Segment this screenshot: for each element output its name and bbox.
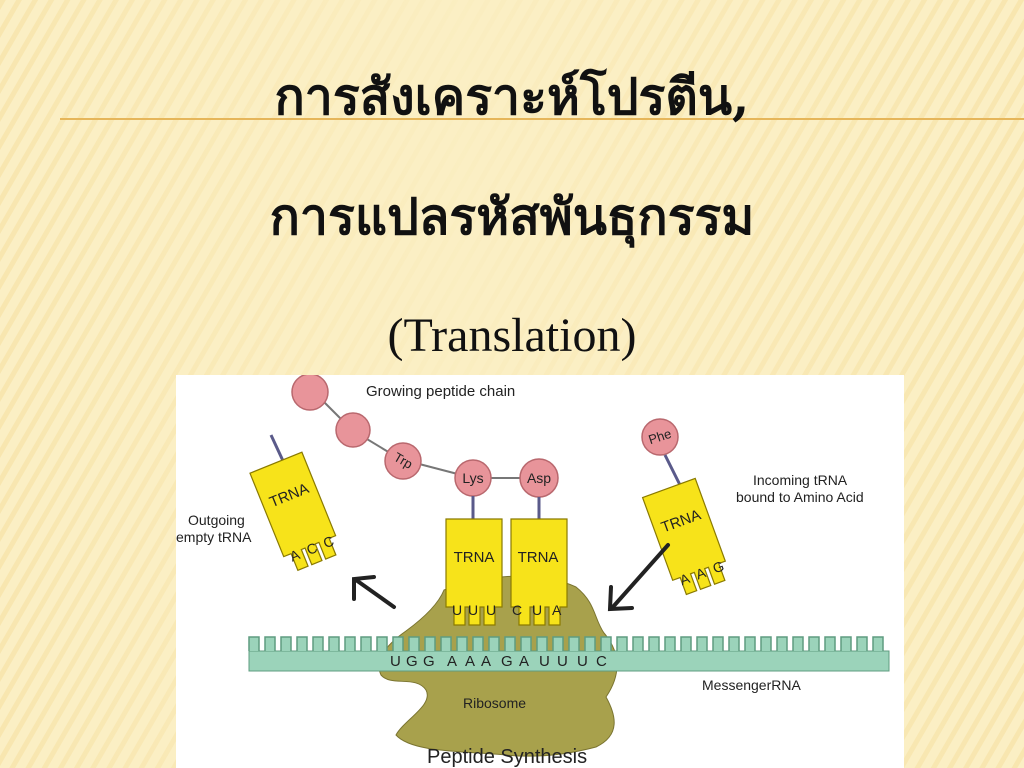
mrna-base: C [596,653,607,670]
mrna-strand [248,636,890,672]
anticodon-base: U [486,602,496,618]
anticodon-base: A [552,602,562,618]
arrow-incoming [607,543,670,612]
arrow-outgoing [352,575,396,609]
mrna-codons: U G G A A A G A U U U C [390,653,607,670]
outgoing-label-line2: empty tRNA [176,529,252,545]
trna-outgoing: TRNA A C C [249,451,337,572]
anticodon-base: U [532,602,542,618]
trna-incoming: TRNA A A G [641,477,726,596]
anticodon-base: G [710,557,726,576]
translation-diagram-svg: Growing peptide chain Trp Lys Asp Phe U … [176,375,890,768]
amino-acid-lys-label: Lys [462,470,483,486]
incoming-label-line2: bound to Amino Acid [736,489,864,505]
trna-label: TRNA [518,549,559,566]
translation-diagram: Growing peptide chain Trp Lys Asp Phe U … [176,375,904,768]
mrna-base: A [481,653,491,670]
diagram-caption: Peptide Synthesis [427,746,587,768]
amino-acid-ball [291,375,329,411]
trna-site-left: TRNA U U U [445,518,503,626]
outgoing-label-line1: Outgoing [188,512,245,528]
slide-title-line-2: การแปลรหัสพันธุกรรม [269,187,755,246]
mrna-base: U [557,653,568,670]
mrna-base: G [406,653,418,670]
slide-title-line-3: (Translation) [387,309,637,362]
slide-title-line-1: การสังเคราะห์โปรตีน, [274,67,750,126]
messenger-rna-label: MessengerRNA [702,677,801,693]
amino-acid-trp [384,442,422,480]
amino-acid-phe-label: Phe [647,426,674,447]
mrna-base: U [539,653,550,670]
mrna-base: G [501,653,513,670]
trna-site-right: TRNA C U A [510,518,568,626]
title-underline-rule [60,118,1024,120]
anticodon-base: U [468,602,478,618]
growing-chain-label: Growing peptide chain [366,383,515,400]
ribosome-label: Ribosome [463,695,526,711]
mrna-base: A [465,653,475,670]
anticodon-base: C [512,602,522,618]
mrna-base: U [577,653,588,670]
mrna-base: U [390,653,401,670]
mrna-base: A [447,653,457,670]
trna-label: TRNA [454,549,495,566]
incoming-label-line1: Incoming tRNA [753,472,848,488]
anticodon-base: U [452,602,462,618]
amino-acid-asp-label: Asp [527,470,551,486]
mrna-base: A [519,653,529,670]
amino-acid-phe [641,418,679,456]
mrna-base: G [423,653,435,670]
amino-acid-ball [335,412,371,448]
